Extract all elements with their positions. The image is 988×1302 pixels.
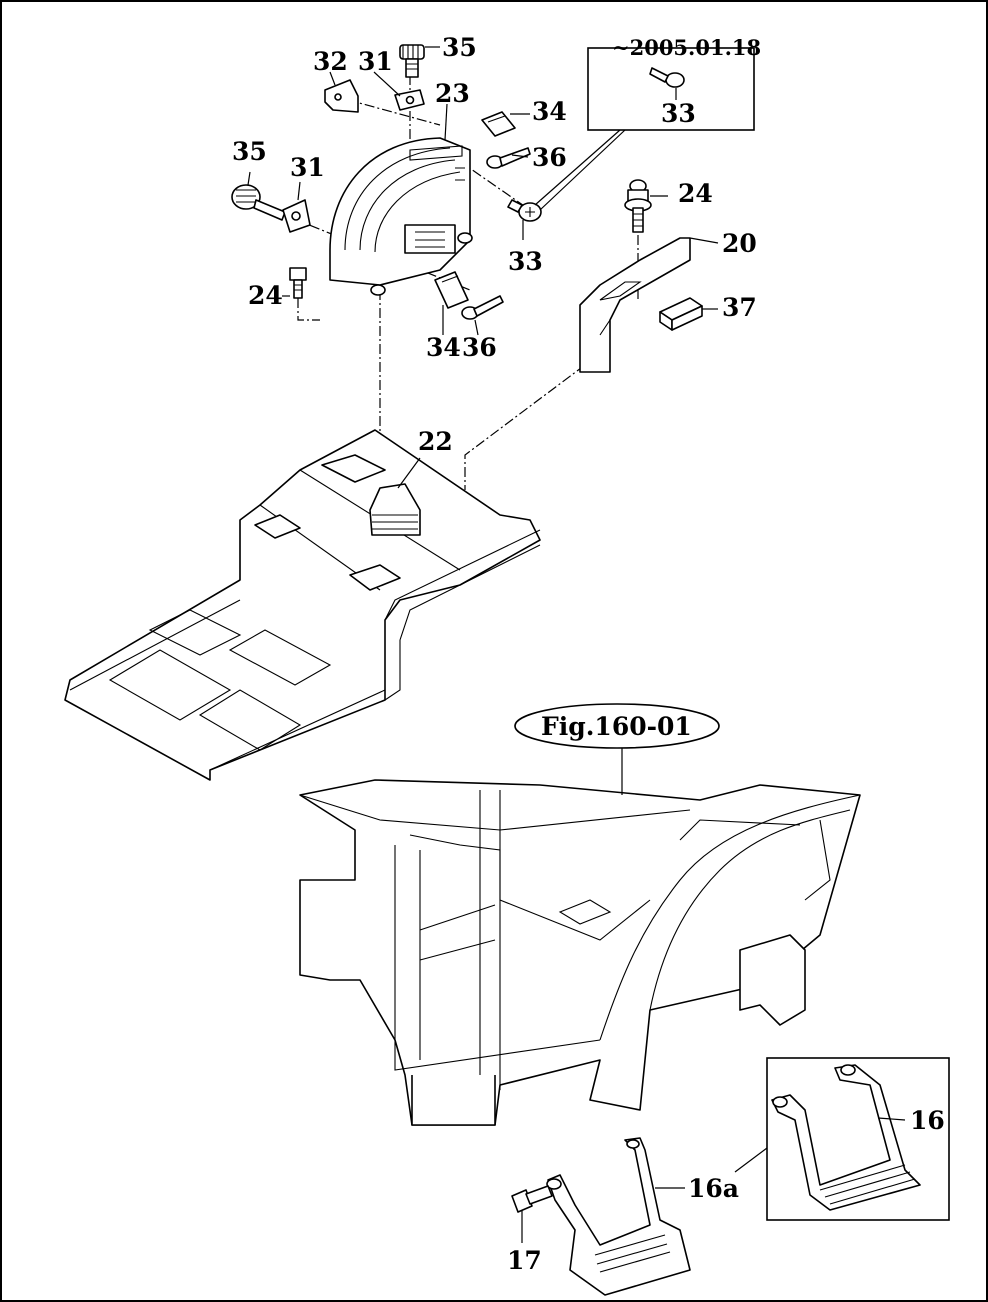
label-20: 20: [722, 229, 757, 258]
clip-part-34-bottom: [434, 271, 469, 309]
label-34-top: 34: [532, 97, 567, 126]
label-16a: 16a: [688, 1174, 739, 1203]
label-24-right: 24: [678, 179, 713, 208]
pin-part-36-top: [486, 147, 531, 169]
label-33-box: 33: [661, 99, 696, 128]
label-36-top: 36: [532, 143, 567, 172]
label-24-left: 24: [248, 281, 283, 310]
block-part-37: [659, 297, 703, 331]
label-33: 33: [508, 247, 543, 276]
label-37: 37: [722, 293, 757, 322]
step-part-16: [771, 1064, 921, 1211]
cab-assembly: [299, 779, 861, 1126]
label-34-bottom: 34: [426, 333, 461, 362]
label-22: 22: [418, 427, 453, 456]
label-17: 17: [507, 1246, 542, 1275]
screw-part-33: [507, 199, 542, 222]
knob-part-35-top: [399, 44, 425, 78]
clip-part-31-left: [282, 199, 311, 233]
figure-ref-label: Fig.160-01: [541, 712, 692, 741]
label-31-left: 31: [290, 153, 325, 182]
bolt-part-24-right: [624, 179, 652, 233]
pad-part-20: [579, 237, 691, 373]
bolt-part-24-left: [289, 267, 307, 299]
date-variant-box: [587, 47, 755, 131]
bracket-part-32: [324, 79, 359, 113]
label-23: 23: [435, 79, 470, 108]
label-31-top: 31: [358, 47, 393, 76]
figure-ref-oval: [514, 703, 720, 749]
cover-part-23: [329, 137, 473, 296]
label-16: 16: [910, 1106, 945, 1135]
label-32: 32: [313, 47, 348, 76]
step-part-16a: [546, 1137, 691, 1296]
screw-part-33-variant: [649, 67, 685, 88]
date-variant-label: ~2005.01.18: [612, 35, 761, 60]
bolt-part-17: [511, 1185, 553, 1213]
label-36-bottom: 36: [462, 333, 497, 362]
leader-lines: [247, 46, 906, 1243]
floor-assembly-22: [64, 429, 541, 781]
knob-part-35-left: [231, 184, 286, 221]
clip-part-34-top: [481, 111, 516, 137]
inset-box-step-16: [766, 1057, 950, 1221]
clip-part-31-top: [394, 89, 425, 111]
pin-part-36-bottom: [461, 295, 504, 320]
label-35-top: 35: [442, 33, 477, 62]
label-35-left: 35: [232, 137, 267, 166]
